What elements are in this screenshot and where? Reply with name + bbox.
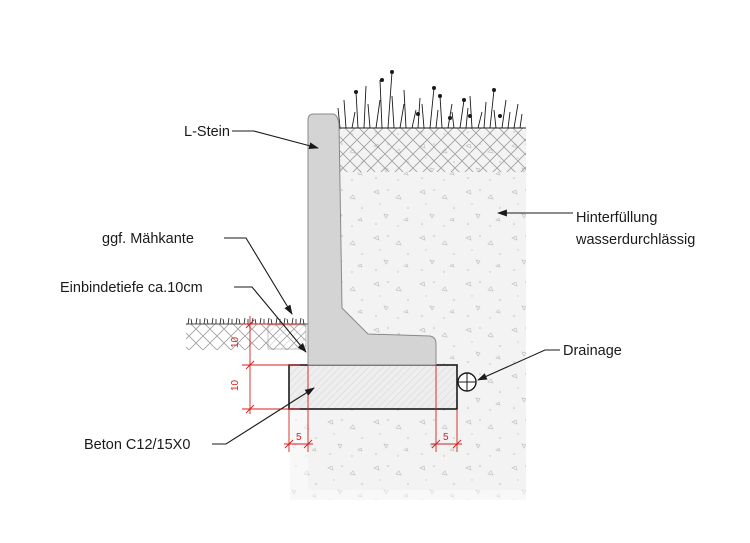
dimension-lines xyxy=(242,316,462,452)
l-stone xyxy=(307,113,437,366)
grass-top xyxy=(336,71,526,129)
dim-right-offset: 5 xyxy=(443,432,449,443)
topsoil-layer xyxy=(330,128,526,172)
dim-upper-height: 10 xyxy=(230,336,241,348)
leader-lines xyxy=(212,130,573,445)
label-drainage: Drainage xyxy=(563,343,622,359)
label-beton: Beton C12/15X0 xyxy=(84,437,190,453)
dim-foundation-height: 10 xyxy=(230,379,241,391)
label-l-stein: L-Stein xyxy=(184,124,230,140)
label-maehkante: ggf. Mähkante xyxy=(102,231,194,247)
label-hinterfuellung-line1: Hinterfüllung xyxy=(576,210,657,226)
grass-seed-heads xyxy=(354,70,502,120)
label-hinterfuellung-line2: wasserdurchlässig xyxy=(575,232,695,248)
label-einbindetiefe: Einbindetiefe ca.10cm xyxy=(60,280,203,296)
drainage-pipe xyxy=(457,372,477,392)
dim-left-offset: 5 xyxy=(296,432,302,443)
grass-front xyxy=(186,317,308,325)
